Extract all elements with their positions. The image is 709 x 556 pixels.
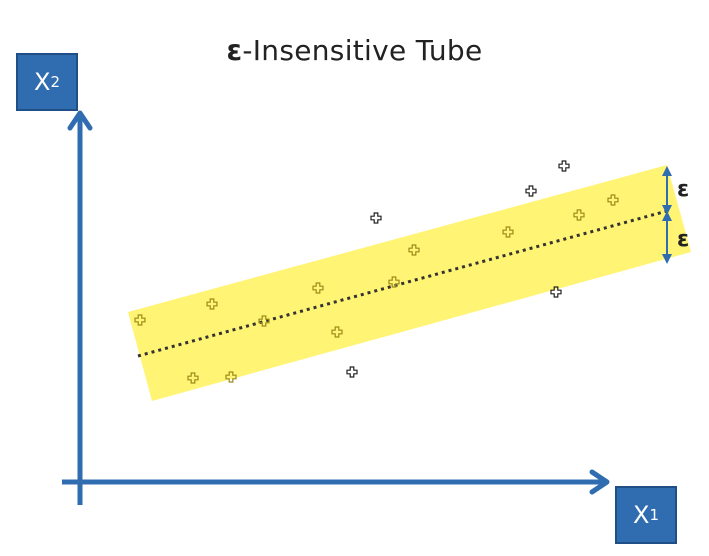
title-text: -Insensitive Tube (242, 34, 483, 67)
x-axis-label-main: X (633, 501, 650, 529)
x-axis (62, 469, 610, 495)
upper-margin-double-arrow-icon (662, 166, 672, 215)
x-axis-label-subscript: 1 (649, 506, 659, 524)
y-axis-label-subscript: 2 (50, 73, 60, 91)
upper-margin-epsilon-label: ε (677, 177, 689, 202)
y-axis-label-main: X (34, 68, 51, 96)
lower-margin-epsilon-label: ε (677, 227, 689, 252)
data-point (346, 366, 358, 378)
regression-line (137, 209, 668, 358)
data-point (525, 185, 537, 197)
title-epsilon: ε (226, 34, 243, 67)
lower-margin-double-arrow-icon (662, 211, 672, 264)
data-point (558, 160, 570, 172)
data-point (370, 212, 382, 224)
y-axis (67, 110, 93, 505)
diagram-title: ε-Insensitive Tube (0, 34, 709, 67)
